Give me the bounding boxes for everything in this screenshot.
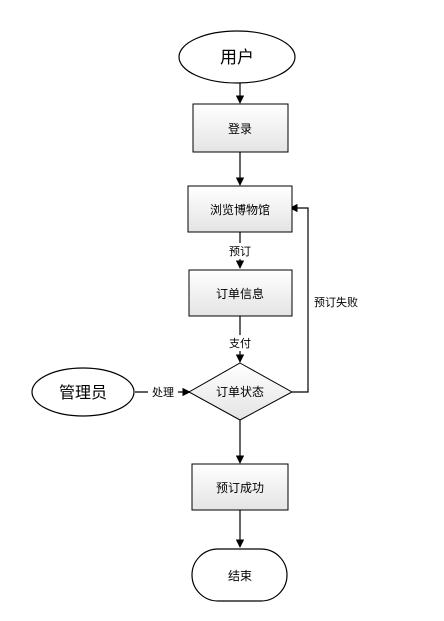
node-browse: 浏览博物馆 — [187, 185, 293, 233]
node-order-info: 订单信息 — [188, 269, 293, 317]
node-order-status: 订单状态 — [187, 362, 294, 421]
node-user-label: 用户 — [220, 48, 254, 68]
node-end-label: 结束 — [228, 569, 252, 583]
node-admin-label: 管理员 — [59, 383, 107, 402]
edge-label-reserve: 预订 — [229, 245, 251, 258]
edge-label-pay: 支付 — [229, 337, 251, 350]
node-admin: 管理员 — [31, 367, 135, 417]
node-user: 用户 — [178, 30, 296, 84]
node-login-label: 登录 — [228, 121, 252, 136]
edge-label-reserve-fail: 预订失败 — [314, 295, 358, 309]
node-success: 预订成功 — [191, 463, 289, 511]
node-order-info-label: 订单信息 — [216, 286, 264, 301]
node-success-label: 预订成功 — [216, 481, 264, 495]
node-browse-label: 浏览博物馆 — [210, 202, 270, 217]
edge-status-browse-fail — [289, 203, 309, 393]
node-login: 登录 — [192, 103, 289, 153]
node-order-status-label: 订单状态 — [216, 385, 264, 399]
edge-label-process: 处理 — [152, 386, 174, 399]
node-end: 结束 — [191, 548, 288, 602]
